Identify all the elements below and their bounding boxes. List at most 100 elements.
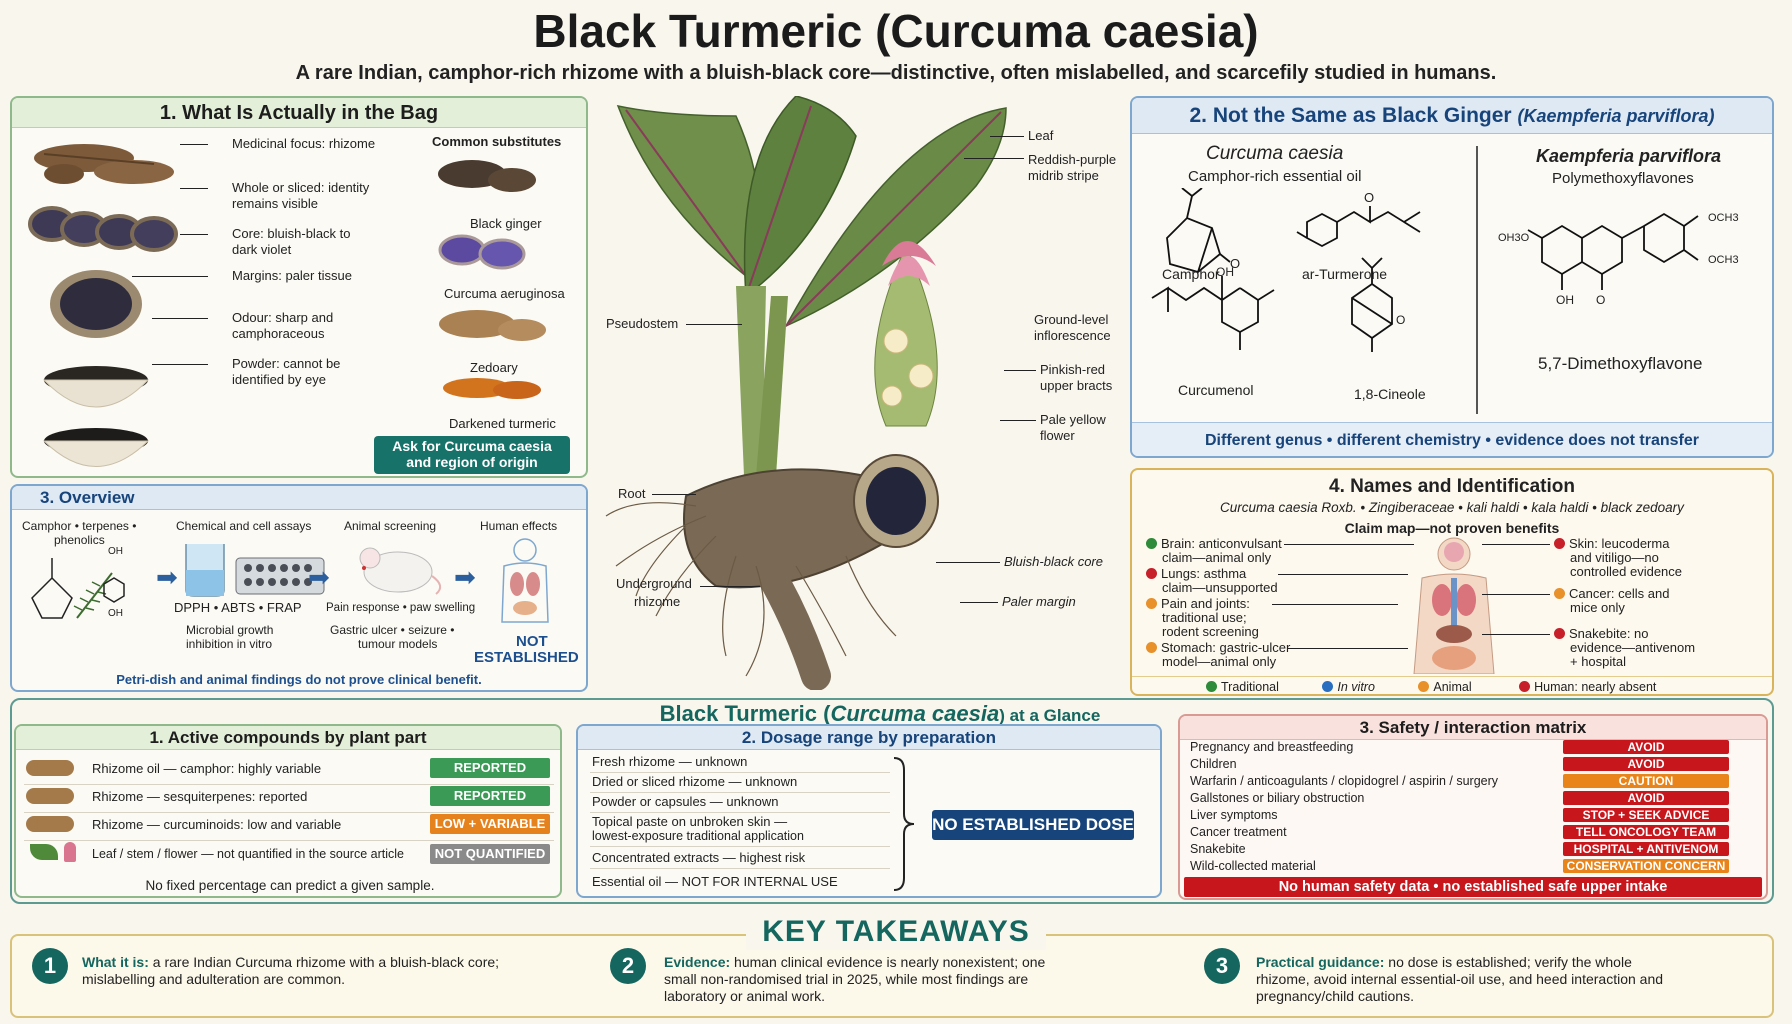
leader-line (152, 318, 208, 319)
overview-human-title: Human effects (480, 519, 558, 533)
overview-microbial: Microbial growth (186, 623, 274, 637)
claim-lungs-text: Lungs: asthma (1161, 566, 1247, 581)
safety-row-badge: CAUTION (1563, 774, 1729, 788)
powder-bowl-image (42, 428, 150, 467)
camphor-structure (1166, 188, 1231, 273)
molecule-curcumenol: Curcumenol (1178, 382, 1254, 398)
plant-label-flower: Pale yellow (1040, 412, 1106, 427)
compound-label: Leaf / stem / flower — not quantified in… (92, 847, 404, 861)
curcuma-caesia-sub: Camphor-rich essential oil (1188, 168, 1362, 185)
bag-label-margins: Margins: paler tissue (232, 268, 352, 283)
overview-oh-label: OH (108, 608, 123, 619)
substitute-black-ginger: Black ginger (470, 216, 542, 231)
leader-line (1000, 420, 1036, 421)
plant-label-inflorescence-2: inflorescence (1034, 328, 1111, 343)
names-panel: 4. Names and Identification Curcuma caes… (1130, 468, 1774, 696)
safety-row-label: Warfarin / anticoagulants / clopidogrel … (1190, 774, 1499, 788)
cineole-structure (1351, 257, 1393, 352)
dosage-row: Essential oil — NOT FOR INTERNAL USE (592, 874, 838, 889)
compound-label: Rhizome oil — camphor: highly variable (92, 761, 322, 776)
bag-label-odour: Odour: sharp and (232, 310, 334, 325)
rhizome-icon (26, 816, 74, 832)
compound-row: Rhizome oil — camphor: highly variable R… (16, 756, 560, 782)
leader-line (1278, 574, 1408, 575)
substitutes-illustration (438, 160, 546, 399)
atom-o-flavone: O (1596, 293, 1606, 307)
ask-origin-button[interactable]: Ask for Curcuma caesia and region of ori… (374, 436, 570, 474)
names-line: Curcuma caesia Roxb. • Zingiberaceae • k… (1220, 500, 1684, 515)
compound-label: Rhizome — curcuminoids: low and variable (92, 817, 342, 832)
takeaway-3: Practical guidance: no dose is establish… (1256, 954, 1676, 1005)
molecule-dimethoxyflavone: 5,7-Dimethoxyflavone (1538, 354, 1703, 373)
claim-skin-2: and vitiligo—no (1570, 550, 1659, 565)
overview-oh-label: OH (108, 546, 123, 557)
ginger-heading: 2. Not the Same as Black Ginger (1189, 104, 1512, 127)
glance-title-c: ) at a Glance (999, 706, 1101, 725)
claim-skin-text: Skin: leucoderma (1569, 536, 1670, 551)
claim-dot-icon (1554, 628, 1565, 639)
bag-label-powder: Powder: cannot be (232, 356, 341, 371)
plant-label-bracts-2: upper bracts (1040, 378, 1113, 393)
ginger-footer-bar (1132, 422, 1772, 456)
claim-stomach-2: model—animal only (1162, 654, 1277, 669)
legend-dot-icon (1322, 681, 1334, 692)
takeaway-lead: What it is: (82, 954, 149, 970)
safety-row-badge: STOP + SEEK ADVICE (1563, 808, 1729, 822)
rhizome-samples-illustration (28, 144, 178, 467)
compound-row: Leaf / stem / flower — not quantified in… (16, 840, 560, 868)
claim-dot-icon (1146, 642, 1157, 653)
bag-label-core-2: dark violet (232, 242, 292, 257)
glance-frame (10, 698, 1774, 904)
dosage-heading: 2. Dosage range by preparation (578, 726, 1160, 750)
molecule-structures (1151, 188, 1699, 352)
compound-label: Rhizome — sesquiterpenes: reported (92, 789, 308, 804)
compound-structures-icon (31, 558, 125, 619)
rhizome-icon (26, 788, 74, 804)
plant-label-midrib: Reddish-purple (1028, 152, 1117, 167)
claim-map-title: Claim map—not proven benefits (1344, 520, 1560, 536)
atom-o-camphor: O (1230, 256, 1241, 271)
kaempferia-sub: Polymethoxyflavones (1552, 170, 1694, 187)
legend-label: In vitro (1337, 680, 1375, 694)
leader-line (132, 276, 208, 277)
compounds-panel: 1. Active compounds by plant part Rhizom… (14, 724, 562, 898)
claim-snakebite-text: Snakebite: no (1569, 626, 1649, 641)
leader-line (1482, 544, 1550, 545)
overview-compounds: Camphor • terpenes • (22, 519, 137, 533)
names-heading: 4. Names and Identification (1329, 476, 1575, 497)
cross-section-image (50, 270, 142, 338)
leaf-flower-icon (30, 844, 58, 860)
ginger-heading-species: (Kaempferia parviflora) (1517, 106, 1715, 126)
leader-line (1272, 604, 1398, 605)
takeaway-number: 3 (1204, 948, 1240, 984)
kaempferia-title: Kaempferia parviflora (1536, 146, 1722, 166)
claim-cancer: Cancer: cells and (1554, 586, 1669, 602)
inflorescence-image (874, 241, 938, 427)
molecule-cineole: 1,8-Cineole (1354, 386, 1426, 402)
safety-row-badge: HOSPITAL + ANTIVENOM (1563, 842, 1729, 856)
plant-label-core: Bluish-black core (1004, 554, 1103, 569)
leader-line (180, 188, 208, 189)
molecule-ar-turmerone: ar-Turmerone (1302, 266, 1388, 282)
compound-row: Rhizome — curcuminoids: low and variable… (16, 812, 560, 838)
divider (24, 812, 554, 813)
page-subtitle: A rare Indian, camphor-rich rhizome with… (295, 62, 1497, 84)
overview-panel: 3. Overview Camphor • terpenes • phenoli… (10, 484, 588, 692)
claim-snakebite-3: + hospital (1570, 654, 1627, 669)
legend-traditional: Traditional (1206, 680, 1279, 694)
pseudostem-image (736, 286, 788, 476)
claim-lungs-2: claim—unsupported (1162, 580, 1278, 595)
plant-label-flower-2: flower (1040, 428, 1075, 443)
legend: Traditional In vitro Animal Human: nearl… (1132, 676, 1772, 694)
compound-badge: NOT QUANTIFIED (430, 844, 550, 864)
overview-microbial-2: inhibition in vitro (186, 637, 273, 651)
atom-oh-curcumenol: OH (1216, 265, 1234, 279)
dosage-panel: 2. Dosage range by preparation Fresh rhi… (576, 724, 1162, 898)
curcuma-aeruginosa-image (438, 234, 526, 270)
claim-pain-2: traditional use; (1162, 610, 1247, 625)
plant-label-midrib-2: midrib stripe (1028, 168, 1099, 183)
molecule-camphor: Camphor (1162, 266, 1220, 282)
bag-panel: 1. What Is Actually in the Bag Medicinal (10, 96, 588, 478)
claim-skin-3: controlled evidence (1570, 564, 1683, 579)
claim-lungs: Lungs: asthma (1146, 566, 1246, 582)
